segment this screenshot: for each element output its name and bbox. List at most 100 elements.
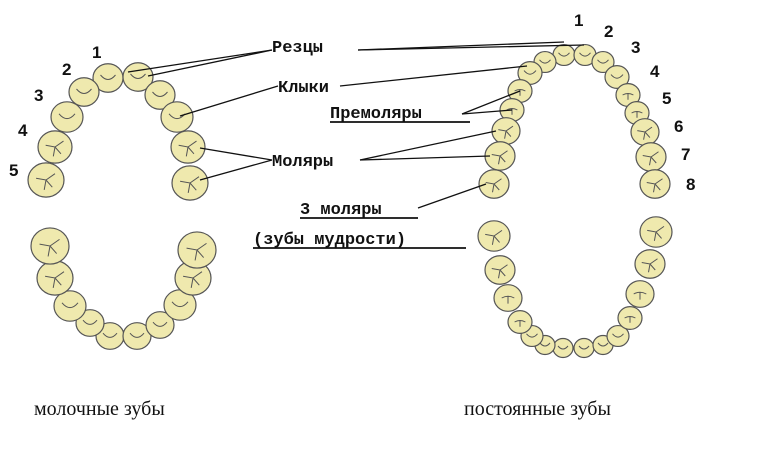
leader-incisors-to-permanent-2 [357,44,585,51]
primary-lower-left-tooth-3-fissure [61,302,79,309]
permanent-tooth-number-6: 6 [674,117,683,136]
permanent-lower-left-tooth-7-fissure [485,229,503,245]
primary-lower-right-tooth-1 [122,322,152,350]
caption-permanent-teeth: постоянные зубы [464,398,611,420]
permanent-tooth-number-8: 8 [686,175,695,194]
permanent-lower-right-tooth-6-fissure [641,258,658,273]
primary-lower-left-tooth-2-crown [75,309,105,337]
permanent-lower-right-tooth-4 [617,306,643,331]
teeth-layer [27,43,673,359]
primary-lower-right-tooth-2 [145,311,175,339]
permanent-lower-left-tooth-4-fissure [514,320,526,327]
primary-upper-left-tooth-2-crown [68,77,100,107]
permanent-tooth-number-3: 3 [631,38,640,57]
permanent-lower-left-tooth-4 [507,310,533,335]
primary-lower-right-tooth-2-crown [145,311,175,339]
primary-upper-right-tooth-4 [170,130,206,164]
primary-tooth-number-5: 5 [9,161,18,180]
permanent-upper-right-tooth-3-fissure [610,74,624,79]
primary-lower-left-tooth-2-fissure [82,319,98,325]
primary-upper-left-tooth-4-fissure [45,140,64,157]
primary-tooth-number-2: 2 [62,60,71,79]
permanent-upper-left-tooth-6-fissure [498,125,514,139]
primary-upper-left-tooth-2 [68,77,100,107]
primary-lower-right-tooth-1-fissure [129,332,145,338]
primary-upper-right-tooth-1-fissure [130,73,146,79]
permanent-upper-right-tooth-1-fissure [579,52,591,57]
primary-upper-left-tooth-3-crown [50,101,84,133]
leader-incisors-to-primary-2 [147,49,273,77]
leader-lines [127,41,585,209]
primary-tooth-number-4: 4 [18,121,28,140]
permanent-upper-right-tooth-2-fissure [597,59,609,64]
permanent-lower-right-tooth-7 [639,216,673,248]
permanent-lower-left-tooth-1-crown [552,337,574,359]
caption-primary-teeth: молочные зубы [34,398,165,420]
primary-lower-right-tooth-1-crown [122,322,152,350]
permanent-tooth-number-7: 7 [681,145,690,164]
permanent-upper-right-tooth-2-crown [591,50,615,74]
permanent-upper-left-tooth-6 [491,117,521,145]
primary-tooth-number-3: 3 [34,86,43,105]
primary-lower-left-tooth-2 [75,309,105,337]
primary-lower-right-tooth-2-fissure [152,321,168,327]
primary-lower-right-tooth-3-fissure [171,301,189,308]
permanent-lower-left-tooth-1 [552,337,574,359]
primary-upper-right-tooth-5 [171,165,209,201]
permanent-upper-left-tooth-8 [478,169,510,199]
permanent-upper-right-tooth-5-fissure [631,111,643,118]
permanent-tooth-number-5: 5 [662,89,671,108]
primary-upper-left-tooth-2-fissure [76,88,92,94]
primary-upper-left-tooth-1-fissure [100,74,116,80]
primary-lower-left-tooth-5-fissure [39,238,60,257]
primary-lower-left-tooth-4 [36,260,74,296]
permanent-lower-right-tooth-3-fissure [612,333,624,338]
permanent-lower-right-tooth-1-crown [573,337,595,359]
primary-lower-left-tooth-1-fissure [102,332,118,338]
permanent-upper-right-tooth-2 [591,50,615,74]
permanent-lower-left-tooth-5-fissure [501,295,515,304]
leader-molars-to-permanent-6 [359,130,497,161]
permanent-lower-right-tooth-1-fissure [578,345,590,350]
permanent-lower-left-tooth-6-fissure [491,264,508,279]
leader-molars-to-primary-4 [199,147,273,161]
primary-lower-left-tooth-3 [53,290,87,322]
permanent-lower-right-tooth-5-fissure [633,291,647,300]
permanent-lower-right-tooth-3 [606,324,630,348]
primary-upper-right-tooth-2-fissure [152,91,168,97]
permanent-upper-right-tooth-8 [639,169,671,199]
primary-upper-left-tooth-3-fissure [58,113,76,120]
permanent-lower-left-tooth-5 [493,284,523,312]
primary-upper-right-tooth-3 [160,101,194,133]
permanent-tooth-number-4: 4 [650,62,660,81]
permanent-upper-right-tooth-1 [573,43,597,67]
primary-upper-right-tooth-2-crown [144,80,176,110]
permanent-upper-right-tooth-4-fissure [622,93,634,100]
permanent-lower-left-tooth-1-fissure [557,345,569,350]
leader-premolars-to-permanent-4 [461,90,521,115]
primary-lower-right-tooth-4-fissure [183,271,203,288]
primary-tooth-number-1: 1 [92,43,101,62]
permanent-upper-right-tooth-7 [635,142,667,172]
permanent-upper-right-tooth-8-fissure [646,178,663,193]
leader-molars-to-permanent-7 [359,155,491,161]
permanent-tooth-number-2: 2 [604,22,613,41]
leader-premolars-to-permanent-5 [461,109,513,115]
permanent-upper-left-tooth-8-fissure [485,178,502,193]
leader-canines-to-permanent [339,65,528,87]
permanent-upper-left-tooth-1-fissure [558,52,570,57]
permanent-lower-right-tooth-5 [625,280,655,308]
primary-lower-right-tooth-5 [177,231,217,269]
permanent-lower-left-tooth-2-fissure [539,342,551,347]
permanent-lower-right-tooth-2-fissure [597,342,609,347]
permanent-lower-right-tooth-7-fissure [647,225,665,241]
permanent-lower-left-tooth-7 [477,220,511,252]
permanent-lower-right-tooth-4-fissure [624,316,636,323]
permanent-upper-right-tooth-6-fissure [637,126,653,140]
primary-upper-right-tooth-2 [144,80,176,110]
primary-lower-left-tooth-3-crown [53,290,87,322]
permanent-upper-left-tooth-4-fissure [514,89,526,96]
permanent-upper-right-tooth-3-crown [604,64,630,89]
primary-upper-left-tooth-4 [37,130,73,164]
